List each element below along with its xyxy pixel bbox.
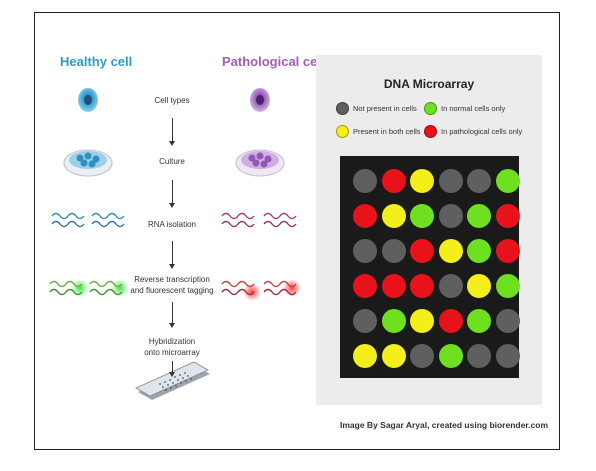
array-spot-gray <box>495 309 520 333</box>
arrow-3 <box>169 241 175 269</box>
array-spot-red <box>410 274 434 298</box>
array-spot-yellow <box>410 309 434 333</box>
array-spot-yellow <box>381 344 406 368</box>
healthy-cell-icon <box>78 88 98 112</box>
microarray-title: DNA Microarray <box>383 77 475 91</box>
array-spot-gray <box>467 344 491 368</box>
legend-label: In pathological cells only <box>441 127 523 136</box>
legend-label: In normal cells only <box>441 104 506 113</box>
arrow-1 <box>169 118 175 146</box>
array-spot-green <box>495 274 520 298</box>
legend-both-cells: Present in both cells <box>336 125 421 138</box>
array-spot-red <box>353 274 377 298</box>
array-spot-green <box>467 204 491 228</box>
arrow-4 <box>169 302 175 328</box>
image-credit: Image By Sagar Aryal, created using bior… <box>340 420 549 430</box>
array-spot-red <box>353 204 377 228</box>
array-spot-yellow <box>438 239 463 263</box>
array-spot-yellow <box>353 344 377 368</box>
pathological-rna-icon <box>221 212 297 228</box>
step-rna-isolation: RNA isolation <box>147 220 197 229</box>
array-spot-gray <box>438 169 463 193</box>
step-cell-types: Cell types <box>154 96 190 105</box>
legend-pathological-only: In pathological cells only <box>424 125 522 138</box>
arrow-5 <box>169 361 175 377</box>
array-spot-yellow <box>467 274 491 298</box>
legend-normal-only: In normal cells only <box>424 102 505 115</box>
array-spot-gray <box>381 239 406 263</box>
healthy-tagged-cdna-icon <box>49 279 129 297</box>
pathological-cell-icon <box>250 88 270 112</box>
array-spot-gray <box>495 344 520 368</box>
legend-dot-gray <box>336 102 349 115</box>
array-spot-red <box>381 169 406 193</box>
healthy-culture-dish-icon <box>63 149 113 177</box>
step-reverse-transcription: Reverse transcription and fluorescent ta… <box>130 275 214 295</box>
array-spot-red <box>495 239 520 263</box>
step-hybridization: Hybridization onto microarray <box>144 337 200 357</box>
legend-label: Not present in cells <box>353 104 417 113</box>
array-spot-green <box>381 309 406 333</box>
array-spot-gray <box>353 309 377 333</box>
healthy-rna-icon <box>51 212 125 228</box>
legend-not-present: Not present in cells <box>336 102 417 115</box>
arrow-2 <box>169 180 175 208</box>
pathological-tagged-cdna-icon <box>221 279 301 301</box>
array-spot-green <box>467 309 491 333</box>
array-spot-gray <box>353 169 377 193</box>
array-spot-gray <box>353 239 377 263</box>
array-spot-green <box>438 344 463 368</box>
microarray-grid <box>340 156 520 378</box>
array-spot-red <box>495 204 520 228</box>
legend-dot-yellow <box>336 125 349 138</box>
array-spot-red <box>438 309 463 333</box>
legend-dot-green <box>424 102 437 115</box>
legend-dot-red <box>424 125 437 138</box>
microarray-slide-icon <box>135 361 210 400</box>
array-spot-gray <box>410 344 434 368</box>
array-spot-gray <box>467 169 491 193</box>
array-spot-yellow <box>381 204 406 228</box>
pathological-cell-title: Pathological cell <box>222 54 325 69</box>
array-spot-gray <box>438 274 463 298</box>
pathological-culture-dish-icon <box>235 149 285 177</box>
array-spot-red <box>381 274 406 298</box>
array-spot-gray <box>438 204 463 228</box>
healthy-cell-title: Healthy cell <box>60 54 133 69</box>
array-spot-red <box>410 239 434 263</box>
legend-label: Present in both cells <box>353 127 421 136</box>
array-spot-yellow <box>410 169 434 193</box>
array-spot-green <box>467 239 491 263</box>
array-spot-green <box>410 204 434 228</box>
array-spot-green <box>495 169 520 193</box>
step-culture: Culture <box>159 157 185 166</box>
